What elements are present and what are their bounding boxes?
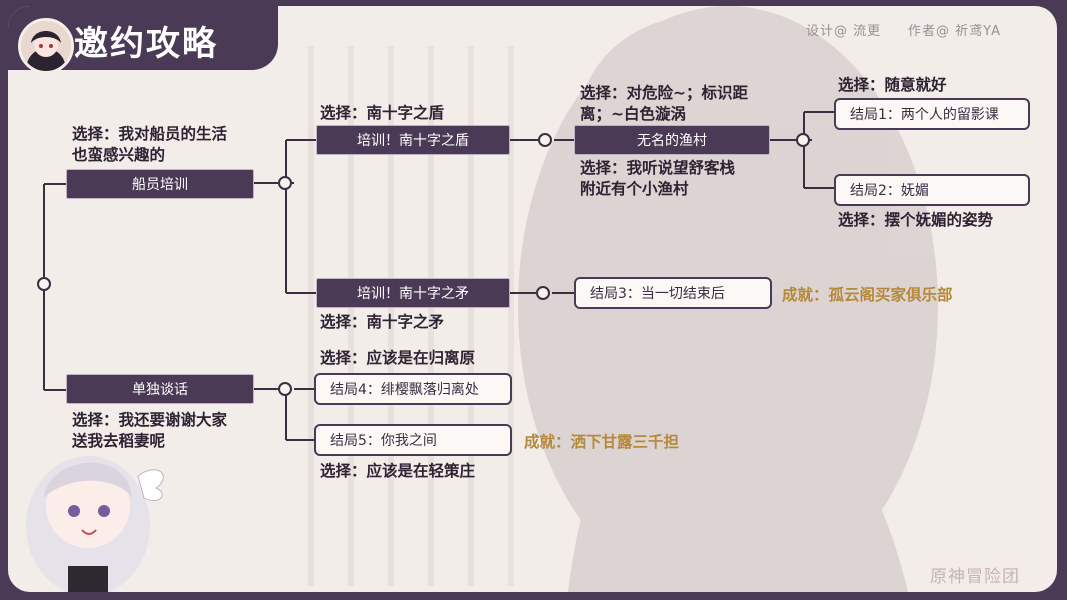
- choice-solo-talk-line1: 选择：我还要谢谢大家: [72, 411, 228, 429]
- achievement-ending3: 成就：孤云阁买家俱乐部: [782, 286, 953, 304]
- branch-node: [278, 176, 292, 190]
- chibi-character-illustration: [26, 456, 164, 592]
- ending-2: 结局2：妩媚: [834, 174, 1030, 206]
- choice-danger-line1: 选择：对危险~；标识距: [580, 84, 748, 102]
- credit-author: 作者@ 祈鸢YA: [908, 24, 1001, 39]
- choice-inn-line2: 附近有个小渔村: [580, 180, 689, 198]
- title-tab: 邀约攻略: [8, 6, 278, 74]
- node-crew-training: 船员培训: [66, 169, 254, 199]
- avatar-portrait-icon: [21, 21, 71, 71]
- choice-inn-line1: 选择：我听说望舒客栈: [580, 159, 736, 177]
- watermark: 原神冒险团: [930, 567, 1020, 587]
- branch-node: [278, 382, 292, 396]
- node-training-shield: 培训！南十字之盾: [316, 125, 510, 155]
- page-title: 邀约攻略: [74, 24, 218, 64]
- choice-solo-talk-line2: 送我去稻妻呢: [72, 432, 166, 450]
- choice-ending5: 选择：应该是在轻策庄: [320, 462, 476, 480]
- choice-danger-line2: 离；~白色漩涡: [580, 105, 686, 123]
- branch-node: [796, 133, 810, 147]
- branch-node: [37, 277, 51, 291]
- node-fishing-village: 无名的渔村: [574, 125, 770, 155]
- choice-training-shield: 选择：南十字之盾: [320, 104, 445, 122]
- credit-design: 设计@ 流更: [806, 24, 882, 39]
- achievement-ending5: 成就：洒下甘露三千担: [524, 433, 680, 451]
- ending-3: 结局3：当一切结束后: [574, 277, 772, 309]
- choice-ending4: 选择：应该是在归离原: [320, 349, 476, 367]
- choice-crew-training-line2: 也蛮感兴趣的: [72, 146, 166, 164]
- ending-5: 结局5：你我之间: [314, 424, 512, 456]
- choice-ending1: 选择：随意就好: [838, 76, 947, 94]
- branch-node: [538, 133, 552, 147]
- choice-crew-training-line1: 选择：我对船员的生活: [72, 125, 228, 143]
- choice-ending2: 选择：摆个妩媚的姿势: [838, 211, 994, 229]
- choice-training-spear: 选择：南十字之矛: [320, 313, 445, 331]
- avatar: [18, 18, 74, 74]
- content-panel: 邀约攻略 设计@ 流更 作者@ 祈鸢YA: [8, 6, 1057, 592]
- node-solo-talk: 单独谈话: [66, 374, 254, 404]
- ending-4: 结局4：绯樱飘落归离处: [314, 373, 512, 405]
- node-training-spear: 培训！南十字之矛: [316, 278, 510, 308]
- branch-node: [536, 286, 550, 300]
- ending-1: 结局1：两个人的留影课: [834, 98, 1030, 130]
